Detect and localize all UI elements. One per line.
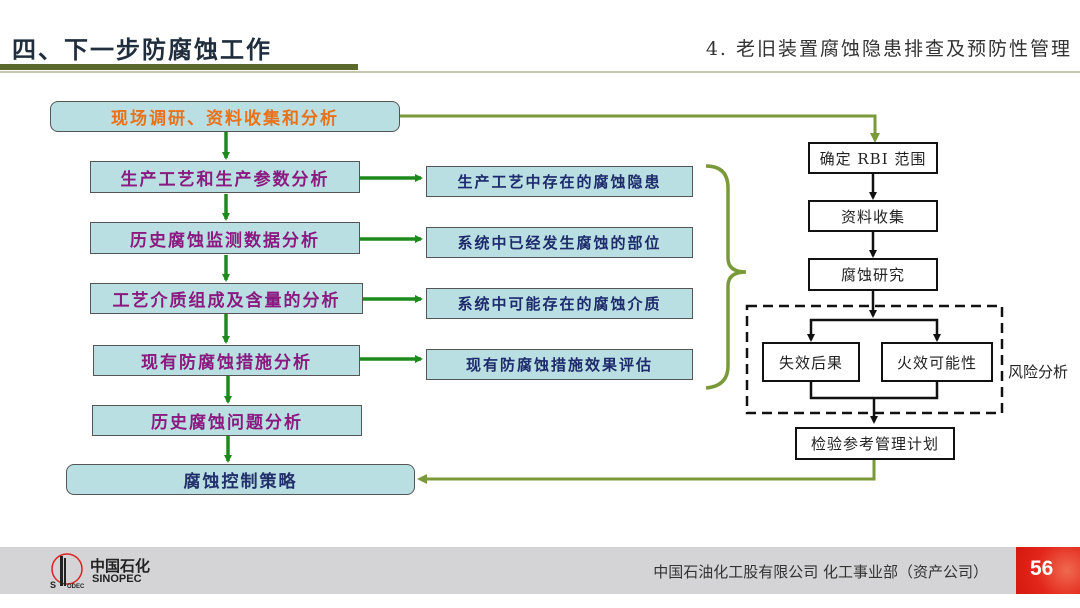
page-number-badge: 56 <box>1016 547 1080 594</box>
title-underline-bar <box>0 64 358 70</box>
arrow-plan-to-strategy <box>417 460 876 484</box>
page-number: 56 <box>1030 557 1054 580</box>
flow-step-box: 工艺介质组成及含量的分析 <box>90 283 363 314</box>
logo-text-en: SINOPEC <box>92 573 142 585</box>
flow-step-box: 历史腐蚀问题分析 <box>92 405 362 436</box>
svg-text:S: S <box>50 580 56 590</box>
output-box: 系统中已经发生腐蚀的部位 <box>426 227 693 258</box>
risk-analysis-label: 风险分析 <box>1008 363 1069 381</box>
sinopec-logo-icon: S ODEC <box>50 553 85 590</box>
flow-step-box: 生产工艺和生产参数分析 <box>90 161 360 193</box>
header-divider <box>0 71 1080 73</box>
merge-line <box>809 382 939 400</box>
arrow-start-to-rbi <box>400 114 880 143</box>
rbi-scope-box: 确定 RBI 范围 <box>808 142 938 174</box>
data-collection-box: 资料收集 <box>808 200 938 232</box>
grouping-brace <box>705 164 747 390</box>
risk-analysis-group <box>745 304 1004 415</box>
output-box: 系统中可能存在的腐蚀介质 <box>426 288 693 319</box>
slide-subtitle: 4. 老旧装置腐蚀隐患排查及预防性管理 <box>705 38 1072 60</box>
flow-step-box: 历史腐蚀监测数据分析 <box>90 222 360 254</box>
output-box: 生产工艺中存在的腐蚀隐患 <box>426 166 693 197</box>
flow-step-box: 现有防腐蚀措施分析 <box>93 345 360 376</box>
flow-start-box: 现场调研、资料收集和分析 <box>50 101 400 132</box>
slide-title: 四、下一步防腐蚀工作 <box>12 35 272 64</box>
company-name: 中国石油化工股有限公司 化工事业部（资产公司） <box>653 563 988 581</box>
output-box: 现有防腐蚀措施效果评估 <box>426 349 693 380</box>
failure-likelihood-box: 火效可能性 <box>881 342 993 382</box>
logo-text-cn: 中国石化 <box>90 557 151 575</box>
arrow-split-left <box>807 318 873 342</box>
flow-end-box: 腐蚀控制策略 <box>66 464 415 495</box>
svg-text:ODEC: ODEC <box>67 584 85 590</box>
inspection-plan-box: 检验参考管理计划 <box>795 427 955 460</box>
arrow-split-right <box>873 318 941 342</box>
failure-consequence-box: 失效后果 <box>762 342 860 382</box>
corrosion-study-box: 腐蚀研究 <box>808 258 938 291</box>
footer-bar <box>0 547 1080 594</box>
